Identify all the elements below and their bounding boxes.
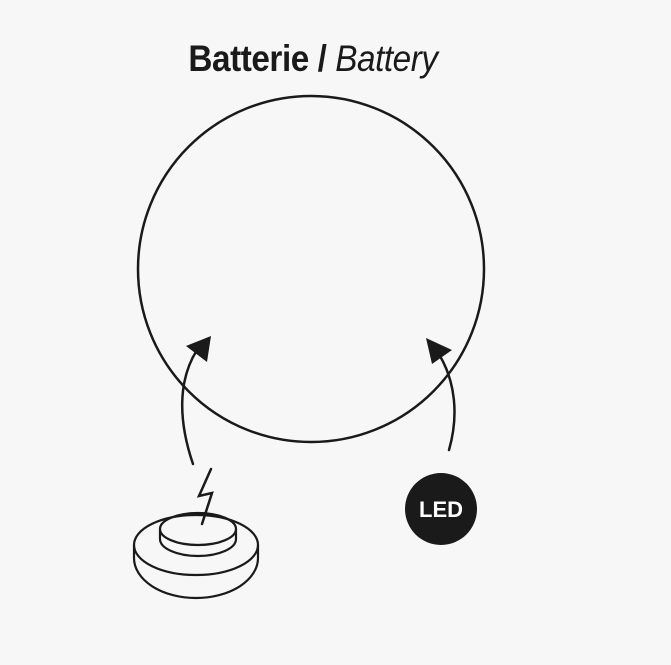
push-button-icon: [132, 511, 260, 600]
page-title: Batterie / Battery: [31, 38, 594, 80]
title-primary: Batterie: [188, 38, 309, 79]
battery-circle: [136, 94, 486, 444]
title-secondary: Battery: [335, 38, 438, 79]
led-badge: LED: [405, 473, 477, 545]
title-separator: /: [317, 38, 327, 79]
lightning-icon: [196, 467, 214, 526]
led-label: LED: [419, 497, 463, 522]
led-badge-circle: [405, 473, 477, 545]
curved-arrow-icon-left: [181, 336, 211, 466]
curved-arrow-icon-right: [426, 338, 456, 452]
